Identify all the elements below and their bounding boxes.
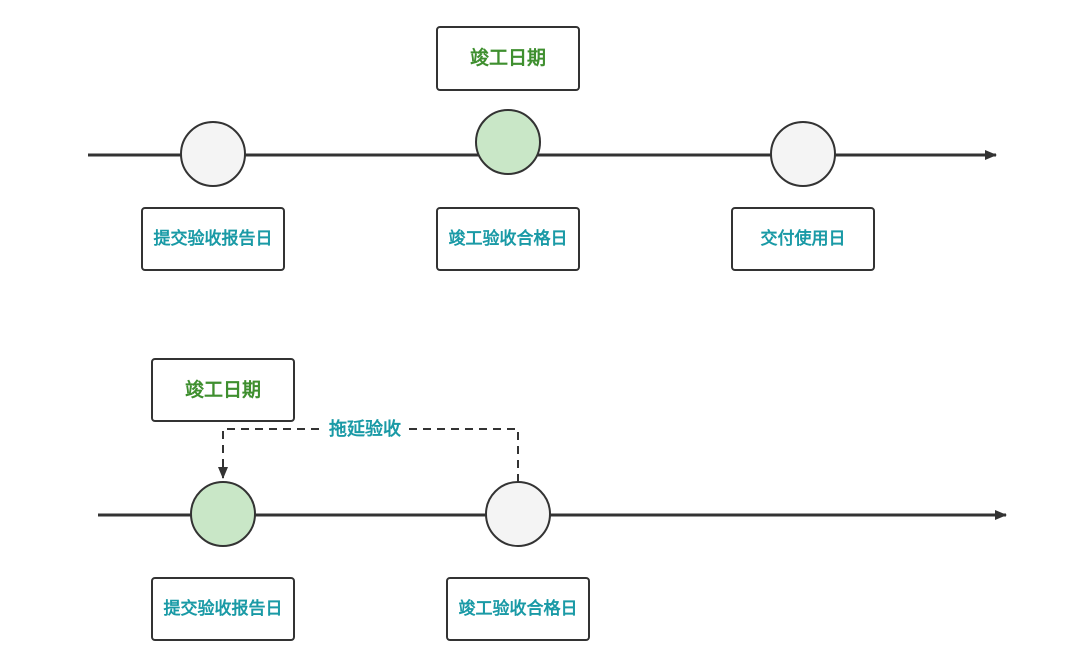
diagram1-submit-report-box: 提交验收报告日 <box>141 207 285 271</box>
delay-acceptance-label: 拖延验收 <box>325 419 405 441</box>
diagram2-acceptance-box: 竣工验收合格日 <box>446 577 590 641</box>
diagram2-submit-report-label: 提交验收报告日 <box>163 598 283 619</box>
timeline-1-node-delivery <box>770 121 836 187</box>
diagram2-completion-date-box: 竣工日期 <box>151 358 295 422</box>
diagram2-completion-date-label: 竣工日期 <box>184 378 261 401</box>
timeline-2-node-submit <box>190 481 256 547</box>
diagram2-submit-report-box: 提交验收报告日 <box>151 577 295 641</box>
diagram2-acceptance-label: 竣工验收合格日 <box>458 598 578 619</box>
diagram1-submit-report-label: 提交验收报告日 <box>153 228 273 249</box>
timeline-2-node-acceptance <box>485 481 551 547</box>
timeline-1-node-completion <box>475 109 541 175</box>
diagram1-acceptance-label: 竣工验收合格日 <box>448 228 568 249</box>
diagram1-delivery-label: 交付使用日 <box>760 228 846 249</box>
diagram1-completion-date-box: 竣工日期 <box>436 26 580 91</box>
diagram1-delivery-box: 交付使用日 <box>731 207 875 271</box>
timeline-1-node-submit <box>180 121 246 187</box>
diagram1-acceptance-box: 竣工验收合格日 <box>436 207 580 271</box>
diagram1-completion-date-label: 竣工日期 <box>469 47 546 69</box>
